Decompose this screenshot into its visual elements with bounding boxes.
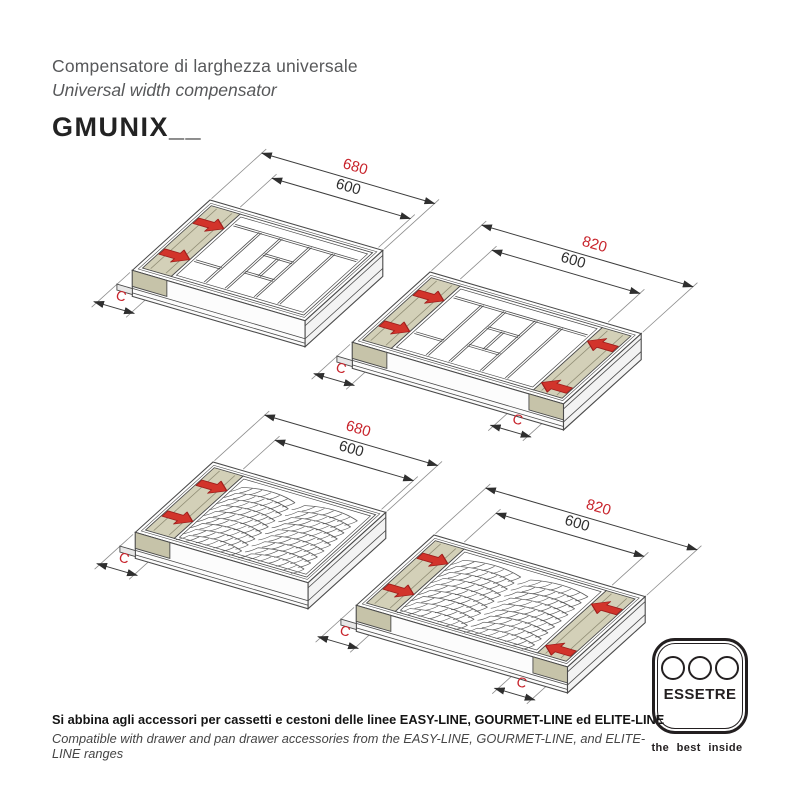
brand-logo: ESSETRE [652,638,748,734]
dimension-label-outer-width: 680 [341,155,370,178]
compensation-arrow-icon [412,289,445,304]
compensation-arrow-icon [195,479,228,494]
compensation-arrow-icon [158,248,191,263]
brand-tagline: the best inside [651,742,743,754]
dimension-label-compensation: C [334,359,348,377]
dimension-label-inner-width: 600 [563,512,592,535]
dimension-label-inner-width: 600 [337,437,366,460]
dimension-label-compensation: C [117,549,131,567]
dimension-label-compensation: C [338,622,352,640]
compensation-arrow-icon [586,338,619,353]
product-code: GMUNIX__ [52,112,203,142]
page-title-english: Universal width compensator [52,80,277,100]
compensation-arrow-icon [161,510,194,525]
compatibility-note-italian: Si abbina agli accessori per cassetti e … [52,712,665,727]
dimension-label-compensation: C [114,287,128,305]
three-circles-icon [655,656,745,680]
brand-name: ESSETRE [663,686,737,703]
circle-icon [688,656,712,680]
header: Compensatore di larghezza universale Uni… [52,56,358,143]
compatibility-note-english: Compatible with drawer and pan drawer ac… [52,731,646,761]
drawer-slide-rail [119,545,136,558]
compensation-arrow-icon [378,320,411,335]
page-title-italian: Compensatore di larghezza universale [52,56,358,76]
circle-icon [661,656,685,680]
compensation-arrow-icon [416,552,449,567]
dimension-label-outer-width: 820 [580,233,609,256]
dimension-label-inner-width: 600 [334,175,363,198]
compensation-arrow-icon [590,601,623,616]
compensation-arrow-icon [540,379,573,394]
circle-icon [715,656,739,680]
dimension-label-inner-width: 600 [559,249,588,272]
drawer-slide-rail [116,283,133,296]
compensation-arrow-icon [544,642,577,657]
compensation-arrow-icon [382,583,415,598]
dimension-label-outer-width: 680 [344,417,373,440]
dimension-label-compensation: C [515,673,529,691]
drawer-slide-rail [336,355,353,368]
dimension-label-compensation: C [511,410,525,428]
dimension-label-outer-width: 820 [584,496,613,519]
compensation-arrow-icon [192,217,225,232]
footer: Si abbina agli accessori per cassetti e … [52,712,672,761]
drawer-slide-rail [340,618,357,631]
